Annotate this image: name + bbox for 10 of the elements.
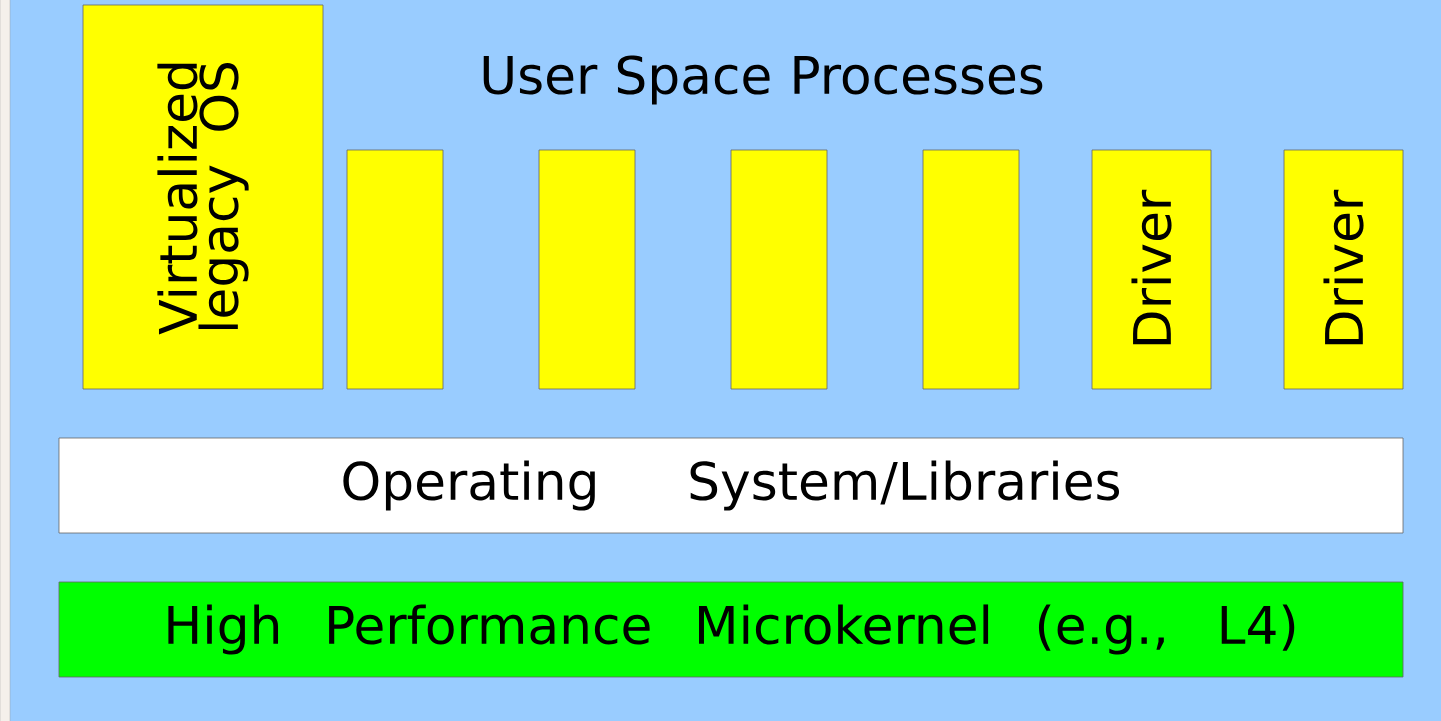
section-heading: User Space Processes (483, 55, 1043, 105)
process-box (730, 149, 828, 390)
layer-box: Operating System/Libraries (58, 437, 1404, 534)
process-box: Virtualized legacy OS (82, 4, 324, 390)
process-box (922, 149, 1020, 390)
process-box (346, 149, 444, 390)
process-box (538, 149, 636, 390)
process-box: Driver (1283, 149, 1404, 390)
process-box: Driver (1091, 149, 1212, 390)
layer-box: High Performance Microkernel (e.g., L4) (58, 581, 1404, 678)
